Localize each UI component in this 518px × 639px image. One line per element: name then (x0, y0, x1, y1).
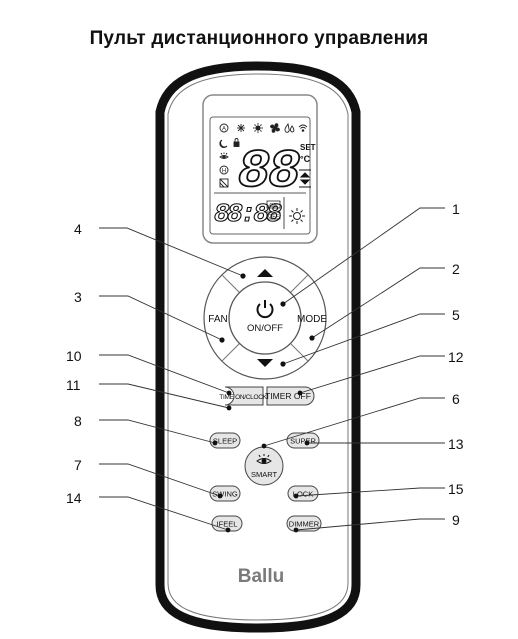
lcd-side-icons: H (219, 138, 240, 188)
dry-mode-icon (284, 122, 295, 133)
callout-10: 10 (66, 348, 82, 364)
brand-logo: Ballu (238, 566, 284, 587)
timer-off-label: TIMER OFF (265, 391, 311, 401)
timer-off-tag-box (266, 211, 281, 220)
callout-5: 5 (452, 307, 460, 323)
callout-lines (99, 207, 445, 531)
set-label: SET (300, 143, 316, 152)
auto-mode-icon (219, 123, 229, 133)
dimmer-sun-icon (289, 208, 305, 224)
super-label: SUPER (290, 437, 316, 446)
temp-down-button[interactable] (257, 359, 273, 367)
fan-mode-icon (270, 123, 280, 133)
callout-9: 9 (452, 512, 460, 528)
cool-mode-icon (237, 124, 245, 132)
callout-8: 8 (74, 413, 82, 429)
lock-label: LOCK (293, 490, 313, 499)
smart-button[interactable] (244, 446, 284, 486)
auto-mode-letter: A (222, 127, 226, 133)
callout-1: 1 (452, 201, 460, 217)
power-icon (256, 300, 274, 319)
sleep-label: SLEEP (213, 437, 237, 446)
sleep-moon-icon (219, 139, 228, 148)
remote-inner-rim (167, 73, 349, 621)
timer-on-tag: ON (269, 203, 277, 209)
callout-12: 12 (448, 349, 464, 365)
lock-status-icon (233, 141, 240, 147)
smart-label: SMART (251, 470, 278, 479)
timer-off-tag: OFF (268, 214, 280, 220)
callout-14: 14 (66, 490, 82, 506)
callout-13: 13 (448, 436, 464, 452)
callout-2: 2 (452, 261, 460, 277)
callout-4: 4 (74, 221, 82, 237)
mode-button[interactable]: MODE (297, 314, 327, 325)
dimmer-label: DIMMER (289, 520, 320, 529)
callout-dots (212, 273, 315, 533)
fan-speed-bars-icon (299, 169, 311, 188)
dimmer-button[interactable] (286, 515, 322, 532)
callout-15: 15 (448, 481, 464, 497)
swing-button[interactable] (209, 485, 241, 502)
smart-eye-icon (256, 454, 272, 464)
heat-h-icon (219, 165, 229, 175)
clock-digits: 88:88 (214, 199, 282, 229)
callout-3: 3 (74, 289, 82, 305)
swing-small-icon (219, 178, 229, 188)
temperature-digits: 88 (238, 142, 300, 203)
smart-eye-small-icon (219, 152, 229, 159)
callout-11: 11 (66, 377, 81, 393)
callout-6: 6 (452, 391, 460, 407)
wifi-icon (298, 124, 308, 132)
callout-7: 7 (74, 457, 82, 473)
ifeel-label: IFEEL (217, 520, 238, 529)
timer-off-button[interactable] (266, 386, 315, 406)
callout-numbers: 1 2 3 4 5 10 11 12 6 8 13 7 15 14 9 (66, 201, 464, 528)
temp-up-button[interactable] (257, 269, 273, 277)
heat-mode-icon (253, 123, 263, 133)
heat-h-letter: H (222, 169, 226, 175)
fan-button[interactable]: FAN (208, 314, 227, 325)
sleep-button[interactable] (209, 432, 241, 449)
power-label: ON/OFF (247, 323, 283, 334)
timer-on-label: TIME ON/CLOCK (219, 394, 267, 401)
unit-label: °C (300, 154, 311, 164)
timer-on-button[interactable] (224, 386, 264, 406)
timer-on-tag-box (266, 200, 281, 209)
lcd-mode-icons: A (219, 122, 308, 133)
page-title: Пульт дистанционного управления (89, 28, 429, 49)
swing-label: SWING (212, 490, 238, 499)
